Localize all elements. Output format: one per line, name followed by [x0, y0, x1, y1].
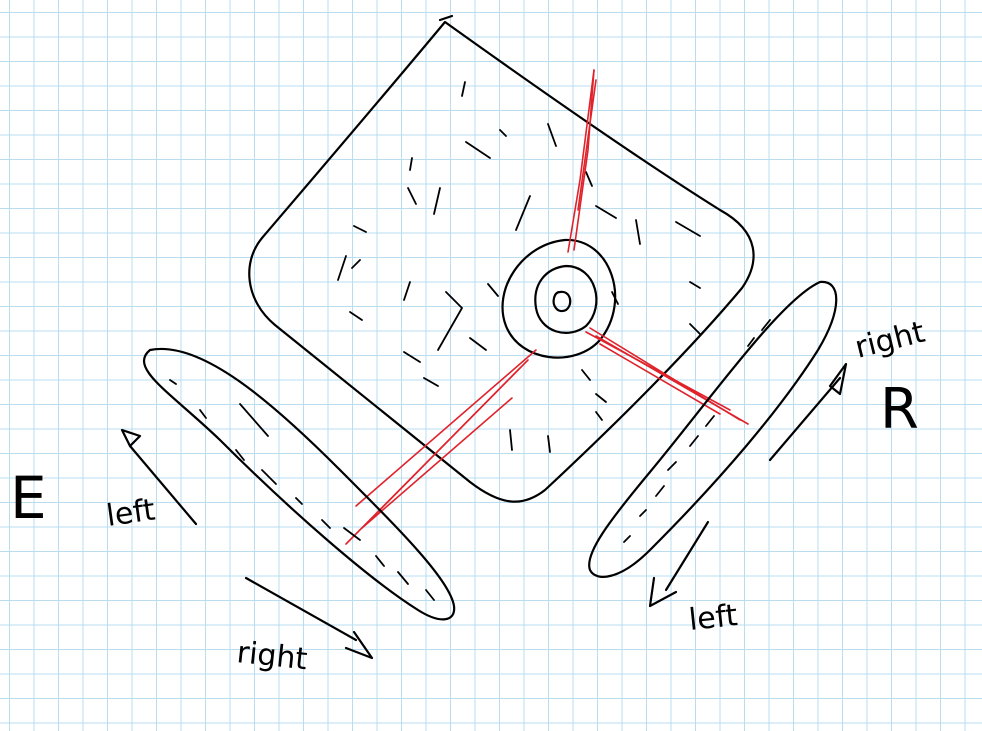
- body-texture-dashes: [338, 82, 700, 452]
- right-letter-label: R: [880, 377, 919, 442]
- left-letter-label: E: [10, 464, 47, 532]
- arrow-right-down: [650, 522, 708, 606]
- central-body: [249, 16, 753, 502]
- center-hub: [503, 240, 616, 358]
- left-lobe: [144, 349, 454, 619]
- arrow-right-up: [770, 364, 846, 460]
- right-arrow-up-label: right: [851, 315, 928, 366]
- right-lobe: [589, 282, 836, 577]
- left-arrow-up-label: left: [104, 492, 157, 533]
- red-axis-lines: [346, 70, 748, 544]
- left-arrow-down-label: right: [235, 635, 309, 677]
- right-arrow-down-label: left: [687, 598, 739, 638]
